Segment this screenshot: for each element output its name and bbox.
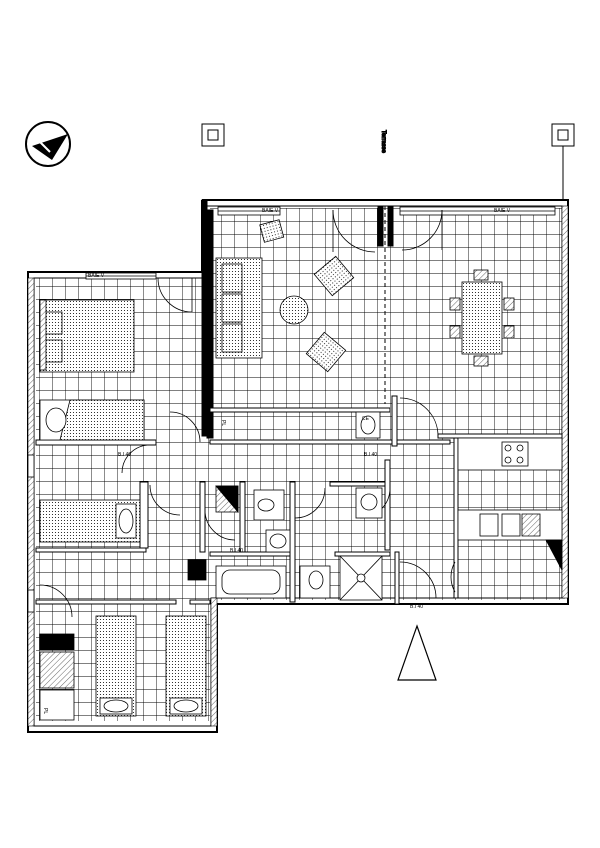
bedroom-3 bbox=[39, 615, 207, 721]
bedroom-2 bbox=[39, 499, 141, 543]
label-window-bedroom1: BAIE V bbox=[88, 273, 105, 279]
windows bbox=[27, 206, 556, 613]
terrace-elements: Terrasse bbox=[201, 123, 575, 200]
plan-labels: BAIE V BAIE V BAIE V PL CE PL B.I 40 B.I… bbox=[42, 208, 511, 714]
exterior-walls bbox=[27, 199, 569, 733]
label-window-dining: BAIE V bbox=[494, 208, 511, 214]
kitchen bbox=[457, 437, 563, 571]
label-window-living: BAIE V bbox=[262, 208, 279, 214]
label-door-1: B.I 40 bbox=[118, 452, 131, 458]
door-swings bbox=[39, 209, 456, 618]
label-door-2: B.I 40 bbox=[364, 452, 377, 458]
label-placard-2: PL bbox=[42, 708, 48, 714]
north-arrow-icon bbox=[397, 624, 437, 681]
compass-rose-icon bbox=[25, 121, 71, 167]
label-placard-1: PL bbox=[220, 420, 226, 426]
dining-furniture bbox=[449, 269, 515, 367]
interior-walls bbox=[35, 205, 563, 605]
bedroom-1 bbox=[39, 299, 145, 441]
label-cellier: CE bbox=[362, 416, 370, 422]
living-furniture bbox=[215, 219, 355, 373]
terrace-label: Terrasse bbox=[380, 130, 386, 154]
label-door-4: B.I 40 bbox=[410, 604, 423, 610]
bathrooms bbox=[187, 411, 383, 601]
label-door-3: B.I 40 bbox=[230, 548, 243, 554]
